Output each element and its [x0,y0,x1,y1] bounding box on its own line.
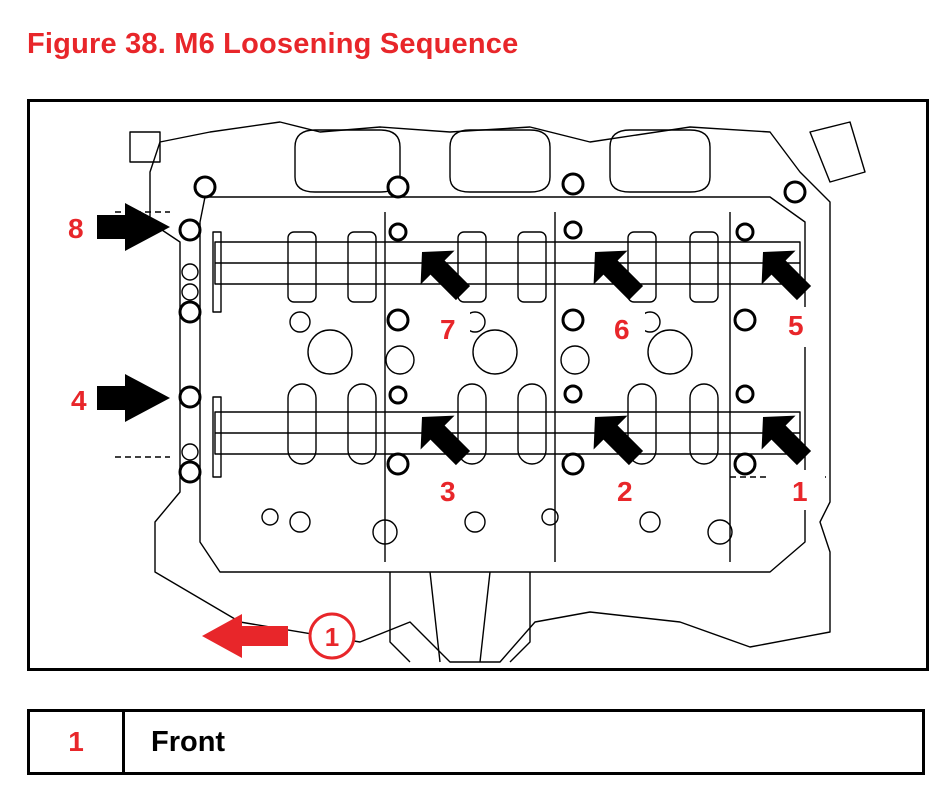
bolt [735,384,755,404]
arrow-2 [593,415,644,466]
bolt [733,308,757,332]
bolt [178,300,202,324]
sequence-label-8: 8 [68,213,84,244]
sequence-label-1: 1 [792,476,808,507]
front-callout-number: 1 [325,622,339,652]
engine-diagram: 8 4 7 6 5 3 2 1 1 [27,99,929,671]
bolt [386,308,410,332]
bolt [733,452,757,476]
bolt [178,218,202,242]
bolt [561,172,585,196]
sequence-label-5: 5 [788,310,804,341]
arrow-5 [761,250,812,301]
arrow-4 [97,374,170,422]
bolt [561,308,585,332]
bolt [783,180,807,204]
sequence-label-4: 4 [71,385,87,416]
bolt [388,385,408,405]
arrow-8 [97,203,170,251]
front-callout-circle [308,612,356,660]
bolt [178,385,202,409]
sequence-label-7: 7 [440,314,456,345]
legend-table: 1 Front [27,709,925,775]
arrow-1 [761,415,812,466]
bolt [735,222,755,242]
sequence-label-3: 3 [440,476,456,507]
bolt [386,175,410,199]
legend-description: Front [151,725,226,758]
figure-title: Figure 38. M6 Loosening Sequence [27,28,519,60]
arrow-6 [593,250,644,301]
bolt [386,452,410,476]
legend-number: 1 [30,712,125,772]
bolt [388,222,408,242]
bolt [563,220,583,240]
sequence-label-6: 6 [614,314,630,345]
bolt [178,460,202,484]
arrow-7 [420,250,471,301]
bolt [193,175,217,199]
sequence-label-2: 2 [617,476,633,507]
cylinder-head-drawing: 8 4 7 6 5 3 2 1 1 [68,121,866,663]
bolt [563,384,583,404]
front-arrow [202,614,288,658]
head-outline [149,121,831,663]
bolt [561,452,585,476]
arrow-3 [420,415,471,466]
